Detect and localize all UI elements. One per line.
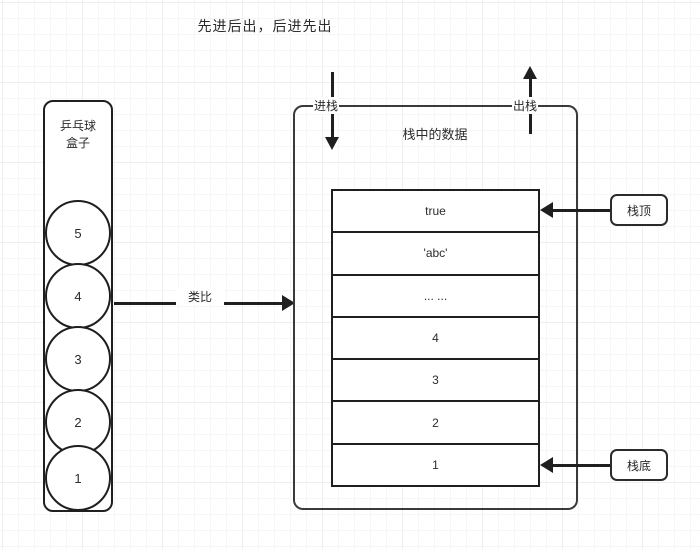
ping-pong-ball: 4 xyxy=(45,263,111,329)
stack-bottom-callout-line xyxy=(553,464,610,467)
stack-bottom-callout: 栈底 xyxy=(610,449,668,481)
stack-bottom-arrow-left-icon xyxy=(540,457,553,473)
stack-top-arrow-left-icon xyxy=(540,202,553,218)
stack-cell: 3 xyxy=(333,360,538,403)
push-arrow-down-icon xyxy=(325,137,339,150)
analogy-arrow-head-icon xyxy=(282,295,295,311)
stack-cell-list: true 'abc' ... ... 4 3 2 1 xyxy=(331,189,540,487)
stack-cell: 2 xyxy=(333,402,538,445)
stack-cell: 4 xyxy=(333,318,538,361)
stack-top-callout-line xyxy=(553,209,610,212)
ping-pong-ball: 3 xyxy=(45,326,111,392)
ping-pong-ball: 1 xyxy=(45,445,111,511)
pop-arrow-up-icon xyxy=(523,66,537,79)
ping-pong-ball: 2 xyxy=(45,389,111,455)
stack-container xyxy=(293,105,578,510)
stack-container-label: 栈中的数据 xyxy=(402,127,468,142)
ping-pong-ball: 5 xyxy=(45,200,111,266)
ping-pong-box: 乒乓球 盒子 5 4 3 2 1 xyxy=(43,100,113,512)
stack-cell: 'abc' xyxy=(333,233,538,276)
diagram-title: 先进后出，后进先出 xyxy=(197,18,333,34)
pop-label: 出栈 xyxy=(512,97,539,114)
stack-top-callout: 栈顶 xyxy=(610,194,668,226)
stack-cell: 1 xyxy=(432,457,439,472)
stack-cell: ... ... xyxy=(333,276,538,318)
analogy-arrow-label: 类比 xyxy=(176,288,224,305)
ping-pong-box-label: 乒乓球 盒子 xyxy=(59,119,96,150)
stack-cell: true xyxy=(333,191,538,234)
push-label: 进栈 xyxy=(313,97,340,114)
